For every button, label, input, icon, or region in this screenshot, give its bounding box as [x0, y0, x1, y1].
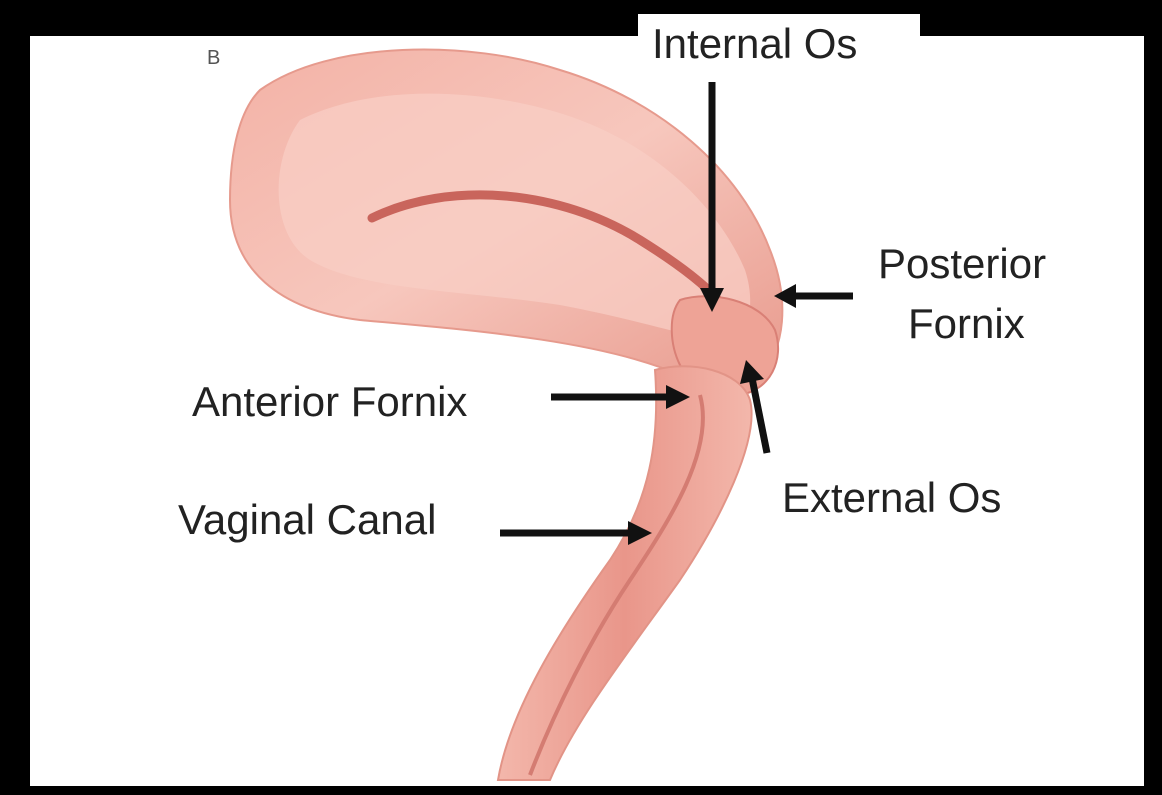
arrow-vaginal-canal — [500, 521, 652, 545]
label-posterior-fornix-line2: Fornix — [908, 300, 1025, 347]
label-internal-os: Internal Os — [652, 20, 857, 67]
vaginal-canal — [498, 366, 752, 780]
label-vaginal-canal: Vaginal Canal — [178, 496, 436, 543]
label-anterior-fornix: Anterior Fornix — [192, 378, 467, 425]
label-external-os: External Os — [782, 474, 1001, 521]
arrow-anterior-fornix — [551, 385, 690, 409]
label-posterior-fornix-line1: Posterior — [878, 240, 1046, 287]
panel-letter: B — [207, 47, 220, 69]
arrow-posterior-fornix — [774, 284, 853, 308]
